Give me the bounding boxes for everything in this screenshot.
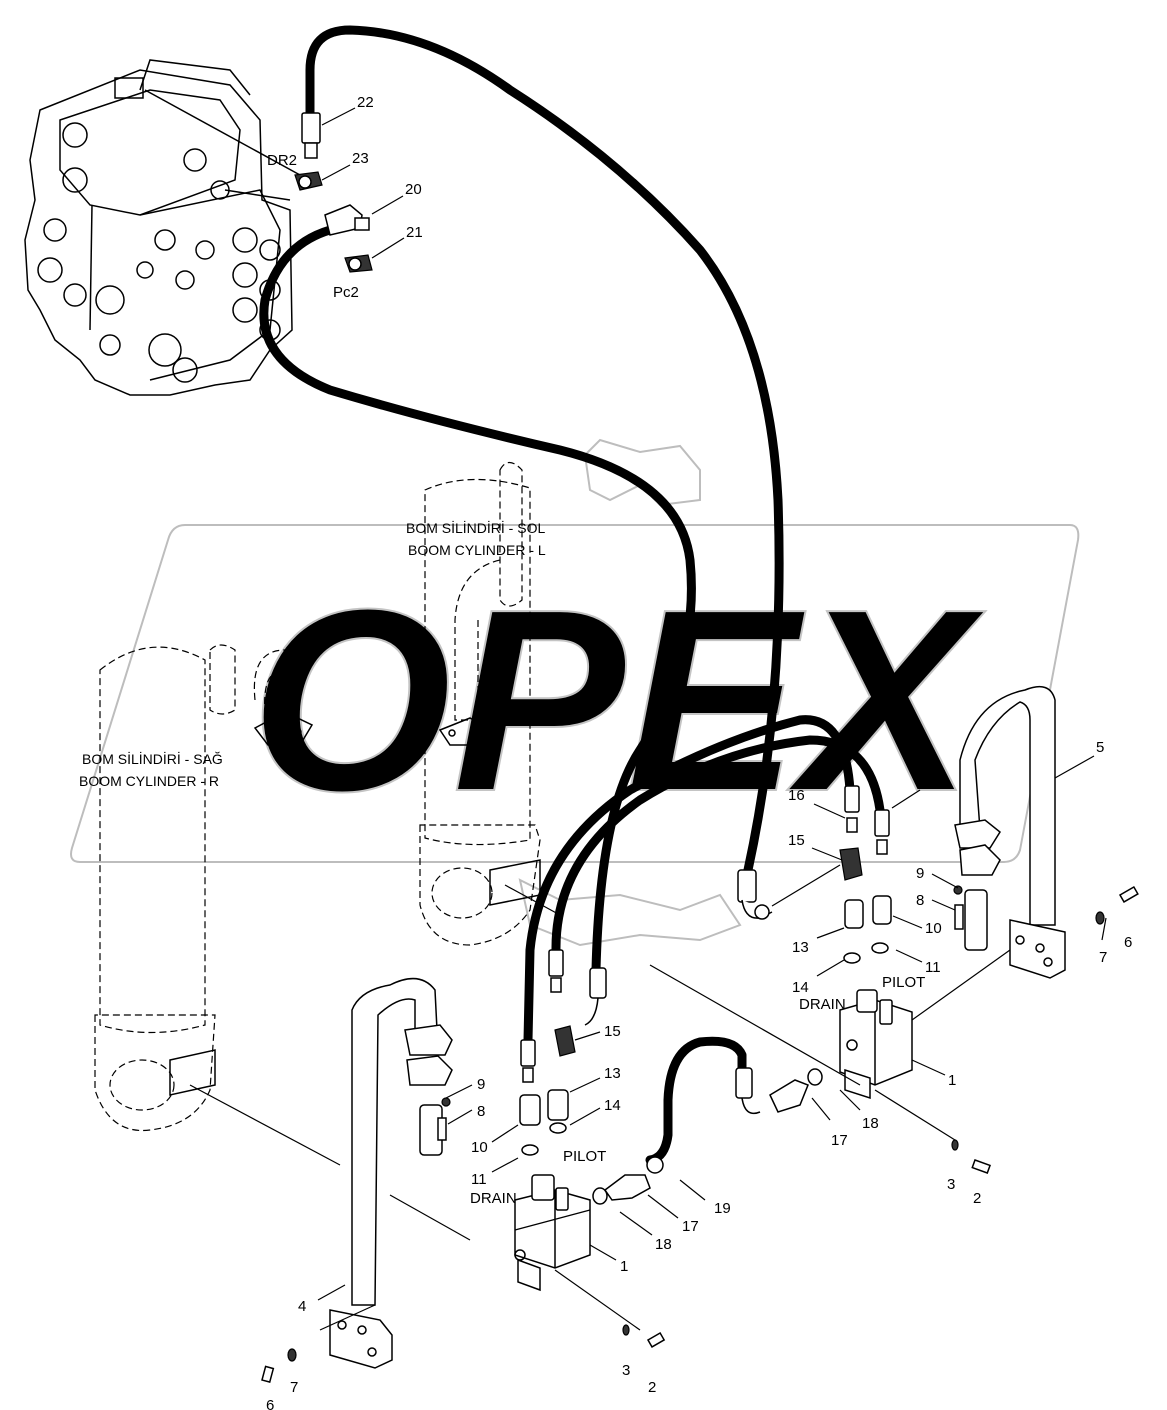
reference-lines — [189, 884, 1011, 1331]
hose-20 — [259, 225, 696, 975]
callout-3-left: 3 — [622, 1362, 630, 1379]
callout-18-left: 18 — [655, 1236, 672, 1253]
callout-7-right: 7 — [1099, 949, 1107, 966]
callout-11-left: 11 — [471, 1171, 487, 1188]
callout-9-right: 9 — [916, 865, 924, 882]
callout-1-right: 1 — [948, 1072, 956, 1089]
callout-14-right: 14 — [792, 979, 809, 996]
boom-cylinder-right-label-en: BOOM CYLINDER - R — [79, 773, 219, 789]
callout-15-left: 15 — [604, 1023, 621, 1040]
hose-16 — [523, 715, 855, 1045]
callout-2-left: 2 — [648, 1379, 656, 1396]
boom-cylinder-right-label-tr: BOM SİLİNDİRİ - SAĞ — [82, 750, 223, 767]
port-label-pilot-right: PILOT — [882, 974, 925, 991]
callout-19: 19 — [714, 1200, 731, 1217]
callout-6-left: 6 — [266, 1397, 274, 1410]
watermark-text: OPEX — [250, 556, 986, 846]
callout-20: 20 — [405, 181, 422, 198]
callout-4: 4 — [298, 1298, 306, 1315]
callout-1-left: 1 — [620, 1258, 628, 1275]
main-control-valve — [24, 59, 301, 396]
port-label-drain-right: DRAIN — [799, 996, 846, 1013]
port-label-drain-left: DRAIN — [470, 1190, 517, 1207]
callout-2-right: 2 — [973, 1190, 981, 1207]
callout-9-left: 9 — [477, 1076, 485, 1093]
callout-17-left: 17 — [682, 1218, 699, 1235]
boom-cylinder-right — [94, 644, 314, 1132]
left-valve-assembly — [261, 949, 991, 1383]
hose-19 — [645, 1036, 747, 1165]
callout-12: 12 — [924, 775, 941, 792]
callout-14-left: 14 — [604, 1097, 621, 1114]
zone-labels: BOM SİLİNDİRİ - SOL BOOM CYLINDER - L BO… — [79, 519, 546, 789]
callouts: 22 23 20 21 5 12 16 15 9 8 6 7 10 13 11 … — [266, 94, 1132, 1410]
port-label-dr2: DR2 — [267, 152, 297, 169]
callout-18-right: 18 — [862, 1115, 879, 1132]
callout-23: 23 — [352, 150, 369, 167]
callout-10-left: 10 — [471, 1139, 488, 1156]
callout-8-right: 8 — [916, 892, 924, 909]
boom-cylinder-left-label-tr: BOM SİLİNDİRİ - SOL — [406, 519, 545, 536]
callout-3-right: 3 — [947, 1176, 955, 1193]
callout-8-left: 8 — [477, 1103, 485, 1120]
callout-13-left: 13 — [604, 1065, 621, 1082]
callout-11-right: 11 — [925, 959, 941, 976]
hose-12 — [551, 735, 885, 955]
hose-21 — [305, 25, 784, 875]
fittings-top — [294, 112, 373, 273]
callout-6-right: 6 — [1124, 934, 1132, 951]
callout-21: 22 — [357, 94, 374, 111]
port-label-pilot-left: PILOT — [563, 1148, 606, 1165]
callout-17-right: 17 — [831, 1132, 848, 1149]
callout-16: 16 — [788, 787, 805, 804]
opex-watermark: OPEX — [70, 438, 1080, 947]
port-label-pc2: Pc2 — [333, 284, 359, 301]
callout-22: 21 — [406, 224, 423, 241]
callout-10-right: 10 — [925, 920, 942, 937]
callout-15-right: 15 — [788, 832, 805, 849]
boom-cylinder-left-label-en: BOOM CYLINDER - L — [408, 542, 546, 558]
callout-7-left: 7 — [290, 1379, 298, 1396]
callout-5: 5 — [1096, 739, 1104, 756]
right-valve-assembly — [735, 685, 1139, 1115]
callout-13-right: 13 — [792, 939, 809, 956]
port-labels: DR2 Pc2 PILOT DRAIN PILOT DRAIN — [267, 152, 925, 1207]
